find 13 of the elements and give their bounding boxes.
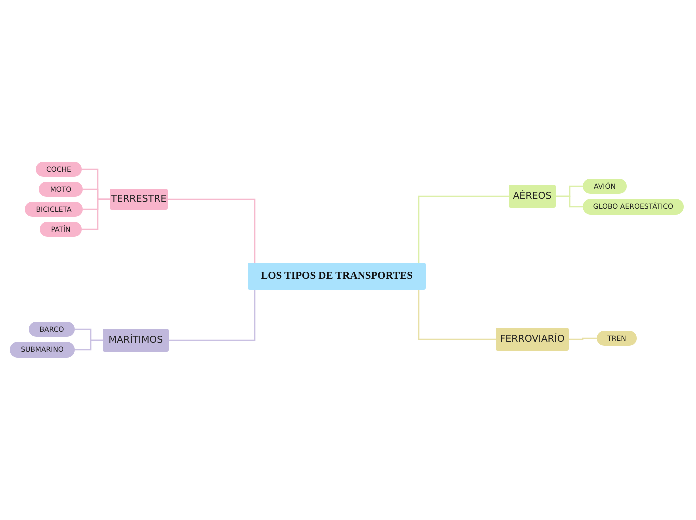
topic-box: AÉREOS: [509, 185, 556, 208]
topic-box: FERROVIARÍO: [496, 328, 569, 351]
connector-line: [418, 196, 509, 263]
connector-line: [82, 198, 110, 230]
connector-line: [169, 290, 256, 342]
connector-line: [418, 290, 496, 340]
connector-line: [75, 340, 103, 351]
central-topic-box: LOS TIPOS DE TRANSPORTES: [248, 263, 426, 290]
topic-box: MARÍTIMOS: [103, 329, 169, 352]
connector-line: [556, 196, 583, 208]
topic-box: TERRESTRE: [110, 189, 168, 210]
connector-line: [569, 338, 597, 340]
connector-line: [168, 198, 256, 263]
